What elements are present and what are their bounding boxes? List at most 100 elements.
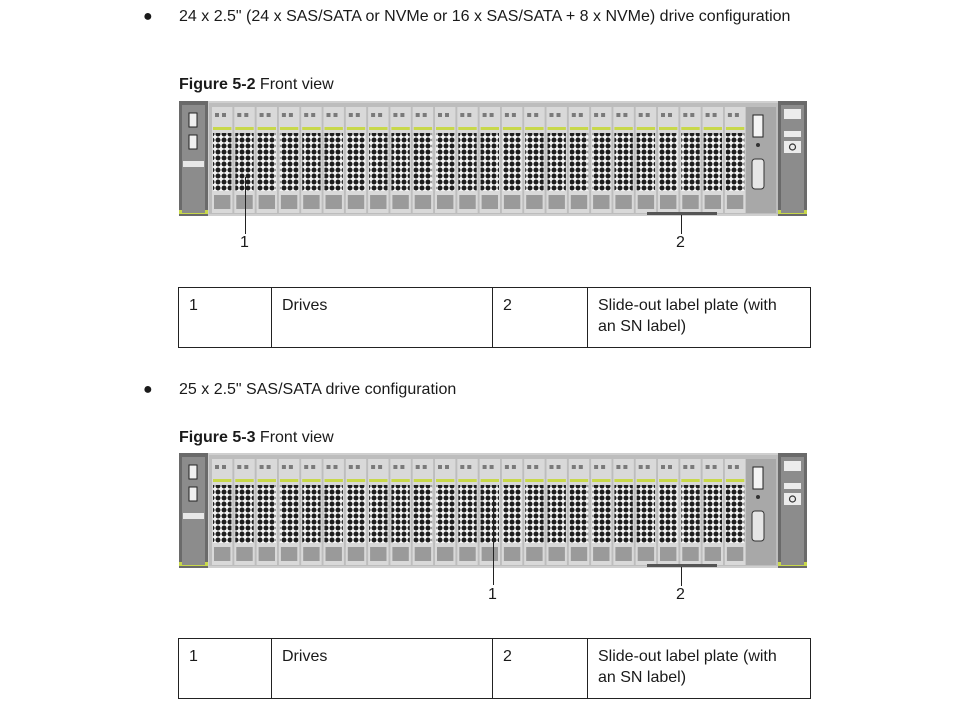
legend-desc-2: Slide-out label plate (with an SN label)	[587, 287, 811, 348]
drive-led-icon	[482, 113, 487, 117]
drive-latch	[526, 195, 543, 209]
drive-led-icon	[601, 113, 606, 117]
drive-led-icon	[712, 113, 717, 117]
drive-vent	[547, 485, 566, 543]
drive-latch	[548, 547, 565, 561]
callout-line-2	[681, 567, 682, 586]
bullet-dot: ●	[143, 381, 153, 398]
drive-accent	[725, 127, 745, 130]
drive-led-icon	[288, 465, 293, 469]
drive-vent	[681, 485, 700, 543]
drive-latch	[370, 547, 387, 561]
drive-led-icon	[393, 113, 398, 117]
drive-led-icon	[400, 113, 405, 117]
drive-accent	[569, 479, 589, 482]
drive-led-icon	[578, 113, 583, 117]
drive-latch	[660, 547, 677, 561]
drive-latch	[303, 547, 320, 561]
server-front-view-1	[179, 101, 807, 216]
drive-latch	[682, 195, 699, 209]
drive-led-icon	[222, 113, 226, 117]
drive-latch	[660, 195, 677, 209]
drive-led-icon	[504, 465, 509, 469]
drive-accent	[592, 127, 611, 130]
drive-accent	[213, 479, 232, 482]
legend-number-2: 2	[492, 287, 588, 348]
drive-accent	[480, 479, 499, 482]
drive-latch	[347, 195, 365, 209]
drive-led-icon	[683, 465, 688, 469]
drive-vent	[614, 133, 633, 191]
callout-label-1: 1	[240, 234, 249, 251]
drive-accent	[391, 127, 410, 130]
drive-led-icon	[527, 465, 532, 469]
legend-number-1: 1	[178, 638, 272, 699]
drive-vent	[636, 485, 656, 543]
drive-accent	[458, 479, 477, 482]
drive-latch	[570, 547, 588, 561]
drive-led-icon	[549, 465, 554, 469]
drive-latch	[593, 547, 610, 561]
drive-vent	[725, 485, 745, 543]
uid-button-icon	[784, 131, 801, 137]
usb-port-icon	[188, 134, 198, 150]
drive-led-icon	[215, 465, 219, 469]
drive-vent	[279, 133, 299, 191]
drive-led-icon	[281, 113, 286, 117]
drive-led-icon	[645, 465, 650, 469]
power-button-icon	[784, 141, 801, 153]
drive-accent	[614, 479, 633, 482]
drive-led-icon	[311, 465, 316, 469]
drive-vent	[703, 485, 722, 543]
bullet-text: 25 x 2.5" SAS/SATA drive configuration	[179, 381, 457, 398]
drive-vent	[391, 485, 410, 543]
drive-accent	[369, 127, 388, 130]
drive-accent	[569, 127, 589, 130]
drive-led-icon	[445, 465, 449, 469]
drive-vent	[614, 485, 633, 543]
drive-led-icon	[378, 465, 383, 469]
drive-led-icon	[690, 113, 695, 117]
drive-led-icon	[438, 465, 442, 469]
drive-latch	[414, 547, 432, 561]
drive-led-icon	[378, 113, 383, 117]
drive-led-icon	[281, 465, 286, 469]
drive-vent	[369, 133, 388, 191]
figure-number: Figure 5-2	[179, 76, 256, 93]
drive-accent	[302, 479, 321, 482]
drive-led-icon	[259, 113, 264, 117]
power-symbol-icon	[788, 495, 797, 503]
drive-led-icon	[601, 465, 606, 469]
power-button-icon	[784, 493, 801, 505]
drive-led-icon	[445, 113, 449, 117]
legend-number-2: 2	[492, 638, 588, 699]
drive-accent	[547, 479, 566, 482]
drive-led-icon	[467, 113, 472, 117]
drive-latch	[704, 195, 721, 209]
drive-led-icon	[215, 113, 219, 117]
drive-vent	[346, 485, 366, 543]
drive-vent	[458, 485, 477, 543]
drive-led-icon	[705, 113, 710, 117]
drive-accent	[458, 127, 477, 130]
figure-title: Front view	[259, 429, 334, 446]
drive-latch	[593, 195, 610, 209]
drive-vent	[681, 133, 700, 191]
drive-led-icon	[645, 113, 650, 117]
ear-label	[183, 513, 204, 519]
drive-led-icon	[638, 113, 643, 117]
drive-led-icon	[326, 465, 331, 469]
drive-led-icon	[355, 465, 360, 469]
drive-led-icon	[304, 113, 309, 117]
drive-latch	[570, 195, 588, 209]
drive-led-icon	[422, 465, 427, 469]
drive-led-icon	[482, 465, 487, 469]
drive-accent	[391, 479, 410, 482]
drive-led-icon	[415, 113, 420, 117]
legend-desc-2: Slide-out label plate (with an SN label)	[587, 638, 811, 699]
drive-led-icon	[311, 113, 316, 117]
drive-accent	[346, 479, 366, 482]
ear-label	[183, 161, 204, 167]
drive-accent	[480, 127, 499, 130]
drive-led-icon	[578, 465, 583, 469]
